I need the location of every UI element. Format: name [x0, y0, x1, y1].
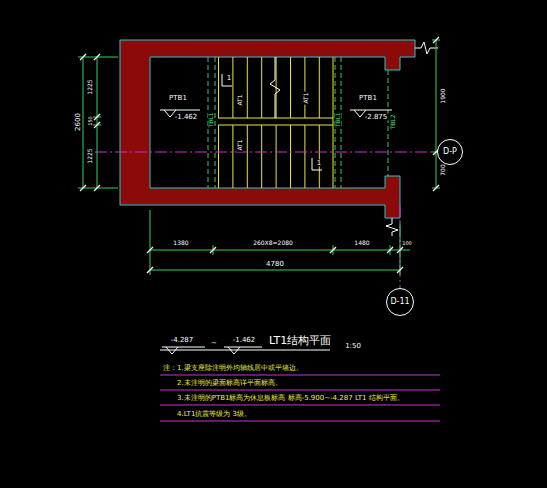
note-text: 2.未注明的梁面标高详平面标高。 [176, 380, 283, 387]
dimension-text: 100 [401, 241, 413, 246]
level-text: -1.462 [232, 337, 257, 344]
slab-label: PTB1 [168, 95, 188, 102]
section-number: 1 [226, 75, 232, 82]
dimension-text: 1380 [172, 240, 189, 246]
dimension-text: 700 [440, 163, 446, 176]
axis-label: D-11 [390, 298, 409, 306]
stair-steps [218, 125, 333, 188]
note-underline [160, 375, 440, 421]
axis-label: D-P [443, 148, 457, 156]
section-number: 1 [316, 160, 322, 167]
dimension-tick [80, 37, 439, 273]
stair-well [218, 57, 333, 188]
beam-line [208, 57, 388, 188]
dimension-text: 1900 [440, 87, 446, 104]
stair-label: AT1 [303, 91, 309, 104]
dimension-text: 260X8=2080 [252, 240, 294, 246]
break-line [386, 42, 438, 236]
axis-line [400, 205, 401, 288]
stair-label: AT1 [237, 138, 243, 151]
level-text: -1.462 [174, 114, 199, 121]
beam-label: TBL1 [208, 112, 214, 129]
slab-label: PTB1 [358, 95, 378, 102]
level-text: -2.875 [364, 114, 389, 121]
note-text: 3.未注明的PTB1标高为休息板标高 标高-5.900~-4.287 LT1 结… [176, 395, 405, 402]
section-mark [222, 74, 322, 170]
level-text: -4.287 [170, 337, 195, 344]
range-sign: ~ [210, 340, 218, 347]
title-underline [160, 350, 330, 351]
wall [120, 40, 415, 218]
dimension-text: 1225 [87, 78, 93, 95]
note-text: 注：1.梁支座除注明外均轴线居中或平墙边。 [162, 365, 304, 372]
drawing-title: LT1结构平面 [268, 335, 332, 346]
axis-bubble: D-11 [386, 288, 414, 316]
scale-text: 1:50 [344, 343, 362, 350]
beam-label: TBL1 [335, 112, 341, 129]
axis-line [95, 152, 437, 153]
dimension-text: 150 [88, 115, 93, 127]
dimension-text: 1480 [353, 240, 370, 246]
dimension-text: 2600 [75, 112, 82, 132]
dimension-text: 4780 [265, 261, 285, 268]
break-line [270, 57, 280, 118]
level-symbol [160, 110, 392, 354]
stair-label: AT1 [237, 93, 243, 106]
axis-bubble: D-P [437, 139, 463, 165]
note-text: 4.LT1抗震等级为 3级。 [176, 411, 252, 418]
beam-label: TBL2 [390, 114, 396, 131]
dimension-text: 1225 [87, 147, 93, 164]
dimension-line [78, 40, 440, 275]
stair-steps [218, 57, 333, 118]
